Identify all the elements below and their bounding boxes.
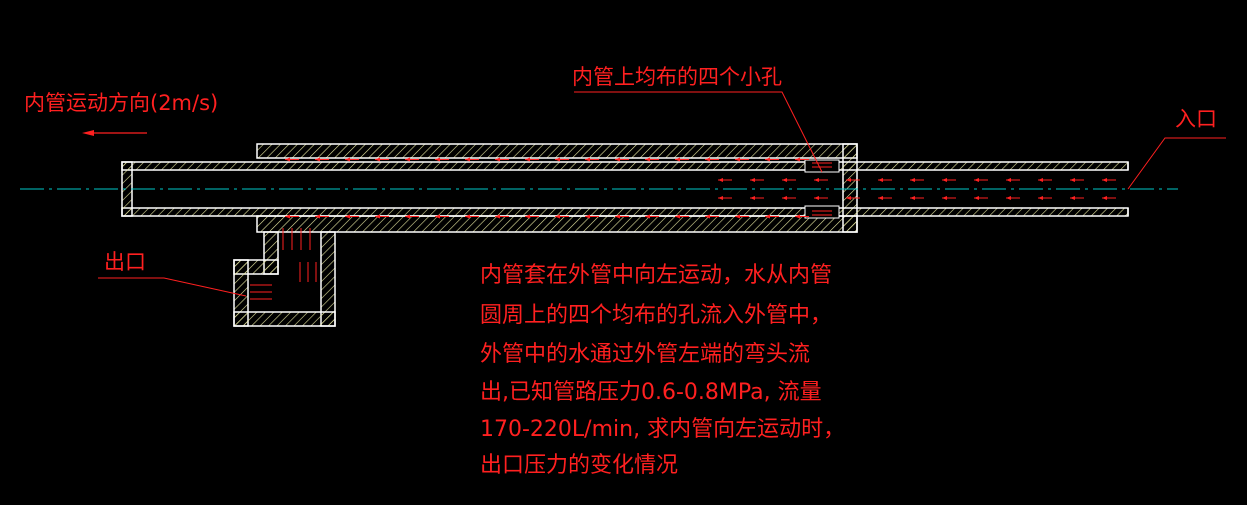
- flow-arrow: [910, 196, 924, 200]
- flow-arrow: [555, 157, 569, 162]
- flow-arrow: [345, 157, 359, 162]
- flow-arrow: [718, 196, 732, 200]
- flow-arrow: [1102, 178, 1116, 182]
- flow-arrow: [735, 157, 749, 162]
- description-line-3: 外管中的水通过外管左端的弯头流: [480, 342, 810, 367]
- flow-arrow: [942, 178, 956, 182]
- flow-arrow: [1038, 196, 1052, 200]
- inner-pipe-holes: [804, 159, 840, 219]
- flow-arrow: [878, 196, 892, 200]
- flow-arrow: [705, 157, 719, 162]
- flow-arrow: [495, 214, 509, 219]
- flow-arrow: [846, 178, 860, 182]
- flow-arrow: [942, 196, 956, 200]
- flow-arrow: [1006, 178, 1020, 182]
- outlet-label: 出口: [104, 250, 146, 274]
- flow-arrow: [795, 157, 809, 162]
- flow-arrow: [525, 157, 539, 162]
- holes-leader: [574, 91, 823, 173]
- flow-arrow: [795, 214, 809, 219]
- description-line-1: 内管套在外管中向左运动，水从内管: [480, 263, 832, 288]
- inlet-leader: [1127, 137, 1226, 190]
- flow-arrow: [375, 157, 389, 162]
- flow-arrow: [585, 157, 599, 162]
- flow-arrow: [465, 214, 479, 219]
- flow-arrow: [315, 157, 329, 162]
- flow-arrow: [705, 214, 719, 219]
- flow-arrow: [555, 214, 569, 219]
- flow-arrow: [1102, 196, 1116, 200]
- flow-arrow: [782, 196, 796, 200]
- flow-arrow: [435, 157, 449, 162]
- flow-arrow: [675, 157, 689, 162]
- inlet-label: 入口: [1175, 107, 1217, 131]
- flow-arrow: [750, 178, 764, 182]
- flow-arrow: [465, 157, 479, 162]
- flow-arrow: [585, 214, 599, 219]
- flow-arrow: [814, 178, 828, 182]
- flow-arrow: [1006, 196, 1020, 200]
- flow-arrow: [974, 196, 988, 200]
- flow-arrow: [1038, 178, 1052, 182]
- flow-arrow: [345, 214, 359, 219]
- description-line-5: 170-220L/min, 求内管向左运动时，: [480, 417, 845, 442]
- flow-arrow: [615, 214, 629, 219]
- problem-description: 内管套在外管中向左运动，水从内管 圆周上的四个均布的孔流入外管中， 外管中的水通…: [480, 263, 845, 478]
- description-line-6: 出口压力的变化情况: [480, 453, 678, 478]
- outlet-leader: [98, 277, 247, 297]
- flow-arrow: [765, 157, 779, 162]
- flow-arrow: [405, 214, 419, 219]
- flow-arrow: [750, 196, 764, 200]
- flow-arrow: [1070, 196, 1084, 200]
- flow-arrow: [285, 157, 299, 162]
- flow-arrow: [846, 196, 860, 200]
- flow-arrow: [974, 178, 988, 182]
- flow-arrow: [878, 178, 892, 182]
- flow-arrows: [250, 157, 1116, 300]
- description-line-4: 出,已知管路压力0.6-0.8MPa, 流量: [480, 380, 822, 405]
- flow-arrow: [645, 157, 659, 162]
- flow-arrow: [645, 214, 659, 219]
- flow-arrow: [405, 157, 419, 162]
- inner-pipe: [121, 161, 1129, 217]
- flow-arrow: [315, 214, 329, 219]
- flow-arrow: [525, 214, 539, 219]
- flow-arrow: [675, 214, 689, 219]
- flow-arrow: [435, 214, 449, 219]
- flow-arrow: [495, 157, 509, 162]
- outer-pipe: [256, 143, 858, 233]
- flow-arrow: [285, 214, 299, 219]
- flow-arrow: [782, 178, 796, 182]
- flow-arrow: [1070, 178, 1084, 182]
- description-line-2: 圆周上的四个均布的孔流入外管中，: [480, 303, 832, 328]
- motion-direction-arrow: [82, 130, 147, 136]
- motion-direction-label: 内管运动方向(2m/s): [24, 91, 218, 115]
- flow-arrow: [375, 214, 389, 219]
- flow-arrow: [910, 178, 924, 182]
- leader-lines: [98, 91, 1226, 297]
- holes-label: 内管上均布的四个小孔: [572, 65, 782, 89]
- flow-arrow: [718, 178, 732, 182]
- flow-arrow: [814, 196, 828, 200]
- flow-arrow: [735, 214, 749, 219]
- flow-arrow: [615, 157, 629, 162]
- flow-arrow: [765, 214, 779, 219]
- outlet-elbow: [233, 231, 336, 327]
